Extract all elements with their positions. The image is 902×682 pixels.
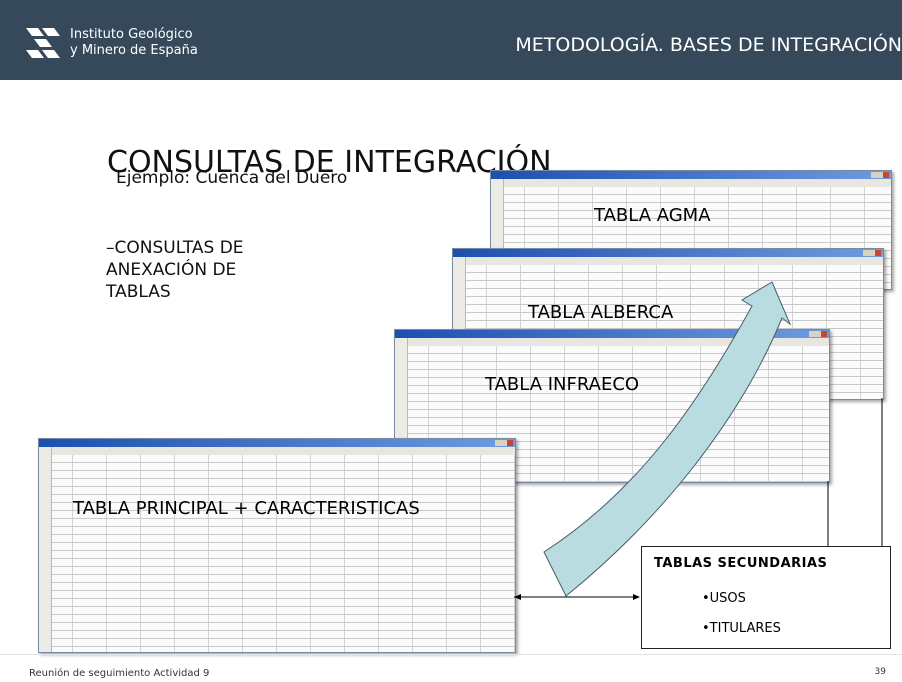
window-controls-icon [871, 172, 889, 178]
label-tabla-alberca: TABLA ALBERCA [528, 302, 674, 323]
secondary-tables-box: TABLAS SECUNDARIAS •USOS •TITULARES [641, 546, 891, 649]
igme-logo-icon [26, 28, 60, 58]
arrow-head-left-icon [514, 594, 521, 600]
secondary-tables-title: TABLAS SECUNDARIAS [654, 556, 828, 571]
window-controls-icon [495, 440, 513, 446]
window-titlebar [453, 249, 883, 257]
window-titlebar [39, 439, 515, 447]
window-controls-icon [863, 250, 881, 256]
institution-name: Instituto Geológico y Minero de España [70, 27, 198, 59]
secondary-item-usos: •USOS [702, 591, 746, 606]
institution-name-line1: Instituto Geológico [70, 27, 193, 42]
footer-divider [0, 654, 902, 655]
window-titlebar [491, 171, 891, 179]
secondary-item-titulares: •TITULARES [702, 621, 781, 636]
bullet-line-1: –CONSULTAS DE [106, 238, 244, 258]
arrow-head-right-icon [633, 594, 640, 600]
slide-subtitle: Ejemplo: Cuenca del Duero [116, 168, 348, 188]
header-title: METODOLOGÍA. BASES DE INTEGRACIÓN [515, 34, 902, 56]
slide-title: CONSULTAS DE INTEGRACIÓN [107, 145, 552, 180]
institution-name-line2: y Minero de España [70, 43, 198, 58]
bullet-line-2: ANEXACIÓN DE [106, 260, 237, 280]
label-tabla-infraeco: TABLA INFRAECO [485, 374, 640, 395]
label-tabla-agma: TABLA AGMA [594, 205, 711, 226]
curved-arrow-icon [543, 281, 792, 597]
window-titlebar [395, 330, 829, 338]
footer-text: Reunión de seguimiento Actividad 9 [29, 668, 210, 679]
bullet-line-3: TABLAS [106, 282, 171, 302]
principal-table-screenshot [38, 438, 516, 653]
table-grid [39, 447, 515, 652]
page-number: 39 [874, 667, 886, 677]
label-tabla-principal: TABLA PRINCIPAL + CARACTERISTICAS [73, 498, 420, 519]
window-controls-icon [809, 331, 827, 337]
slide-header: Instituto Geológico y Minero de España M… [0, 0, 902, 80]
bullet-text: –CONSULTAS DE ANEXACIÓN DE TABLAS [106, 237, 244, 303]
